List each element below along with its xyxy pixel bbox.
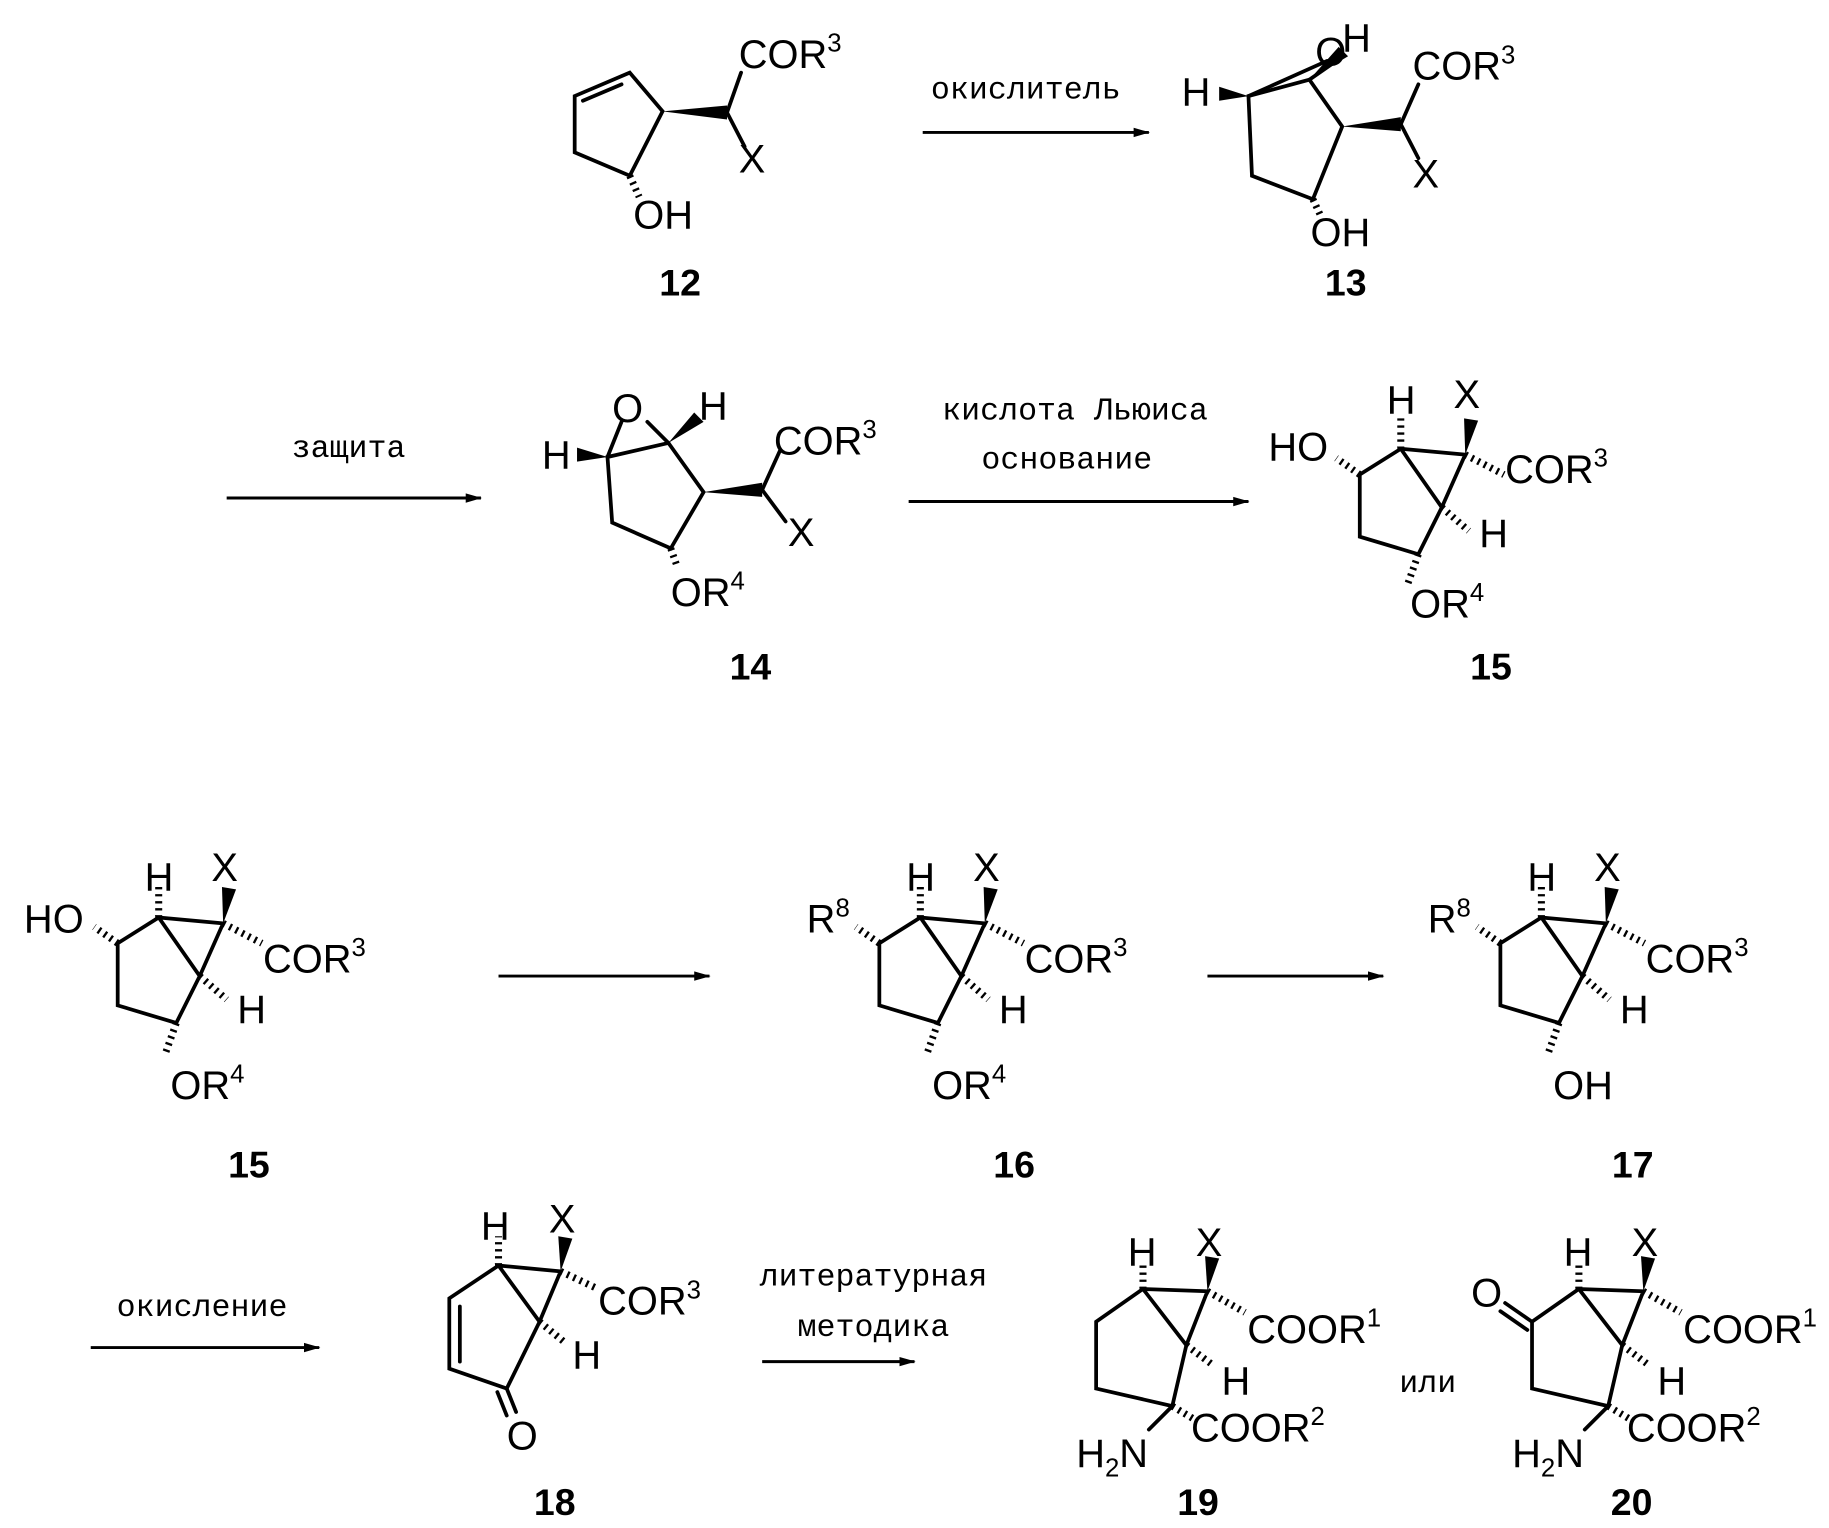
compound-number: 16 (993, 1144, 1035, 1186)
reagent-label: защита (292, 432, 406, 467)
h-label: H (1657, 1359, 1686, 1403)
h-label: H (237, 988, 266, 1032)
compound-number: 20 (1611, 1481, 1653, 1523)
h2n-label: H2N (1076, 1432, 1148, 1482)
cor3-label: COR3 (739, 30, 842, 77)
oh-label: OH (1553, 1064, 1613, 1108)
coor2-label: COOR2 (1627, 1403, 1761, 1450)
r8-label: R8 (807, 894, 850, 941)
x-label: X (1594, 846, 1621, 890)
h2n-label: H2N (1512, 1432, 1584, 1482)
compound-12: COR3 X OH 12 (575, 30, 842, 304)
compound-number: 15 (228, 1144, 270, 1186)
cor3-label: COR3 (263, 934, 366, 981)
compound-number: 13 (1325, 261, 1367, 303)
h-label: H (1342, 17, 1371, 61)
reagent-label: основание (981, 444, 1152, 479)
x-label: X (549, 1198, 576, 1242)
or4-label: OR4 (932, 1061, 1006, 1108)
or-label: или (1399, 1367, 1456, 1402)
reagent-label: окислитель (931, 73, 1121, 108)
x-label: X (1413, 152, 1440, 196)
or4-label: OR4 (671, 567, 745, 614)
carbonyl-o-label: O (1471, 1272, 1502, 1316)
x-label: X (739, 137, 766, 181)
compound-number: 15 (1470, 646, 1512, 688)
compound-number: 12 (659, 261, 701, 303)
h-label: H (1620, 988, 1649, 1032)
reagent-label: методика (798, 1311, 950, 1346)
x-label: X (788, 511, 815, 555)
x-label: X (1454, 373, 1481, 417)
h-label: H (1182, 70, 1211, 114)
x-label: X (1632, 1221, 1659, 1265)
h-label: H (1527, 856, 1556, 900)
compound-15: H X HO COR3 H OR4 15 (1268, 373, 1608, 688)
compound-15: H X HO COR3 H OR4 15 (24, 846, 366, 1185)
compound-number: 18 (534, 1481, 576, 1523)
h-label: H (1564, 1231, 1593, 1275)
or4-label: OR4 (1410, 579, 1484, 626)
carbonyl-o-label: O (507, 1414, 538, 1458)
or4-label: OR4 (170, 1061, 244, 1108)
cor3-label: COR3 (598, 1276, 701, 1323)
ho-label: HO (1268, 426, 1328, 470)
x-label: X (211, 846, 238, 890)
h-label: H (481, 1205, 510, 1249)
h-label: H (1387, 379, 1416, 423)
compound-number: 14 (730, 646, 772, 688)
cor3-label: COR3 (1025, 934, 1128, 981)
compound-14: O H H COR3 X OR4 14 (542, 384, 877, 687)
compound-17: H X R8 COR3 H OH 17 (1428, 846, 1749, 1185)
epoxide-o-label: O (612, 387, 643, 431)
ho-label: HO (24, 898, 84, 942)
compound-20: O H X COOR1 H COOR2 H2N 20 (1471, 1221, 1817, 1523)
reagent-label: окисление (117, 1291, 288, 1326)
compound-number: 19 (1177, 1481, 1219, 1523)
h-label: H (1128, 1231, 1157, 1275)
compound-13: O H H COR3 X OH 13 (1182, 17, 1516, 304)
compound-19: H X COOR1 H COOR2 H2N 19 (1076, 1221, 1381, 1523)
x-label: X (1196, 1221, 1223, 1265)
compound-18: H X COR3 H O 18 (449, 1198, 701, 1523)
cor3-label: COR3 (1413, 41, 1516, 88)
h-label: H (1479, 512, 1508, 556)
h-label: H (145, 856, 174, 900)
x-label: X (973, 846, 1000, 890)
r8-label: R8 (1428, 894, 1471, 941)
cor3-label: COR3 (774, 416, 877, 463)
h-label: H (572, 1334, 601, 1378)
cor3-label: COR3 (1505, 444, 1608, 491)
oh-label: OH (633, 193, 693, 237)
reagent-label: кислота Льюиса (942, 394, 1208, 429)
cor3-label: COR3 (1646, 934, 1749, 981)
h-label: H (999, 988, 1028, 1032)
coor1-label: COOR1 (1683, 1304, 1817, 1351)
h-label: H (1222, 1359, 1251, 1403)
h-label: H (906, 856, 935, 900)
oh-label: OH (1311, 211, 1371, 255)
compound-16: H X R8 COR3 H OR4 16 (807, 846, 1128, 1185)
compound-number: 17 (1612, 1144, 1654, 1186)
reagent-label: литературная (760, 1260, 988, 1295)
coor1-label: COOR1 (1247, 1304, 1381, 1351)
coor2-label: COOR2 (1191, 1403, 1325, 1450)
h-label: H (699, 384, 728, 428)
h-label: H (542, 434, 571, 478)
